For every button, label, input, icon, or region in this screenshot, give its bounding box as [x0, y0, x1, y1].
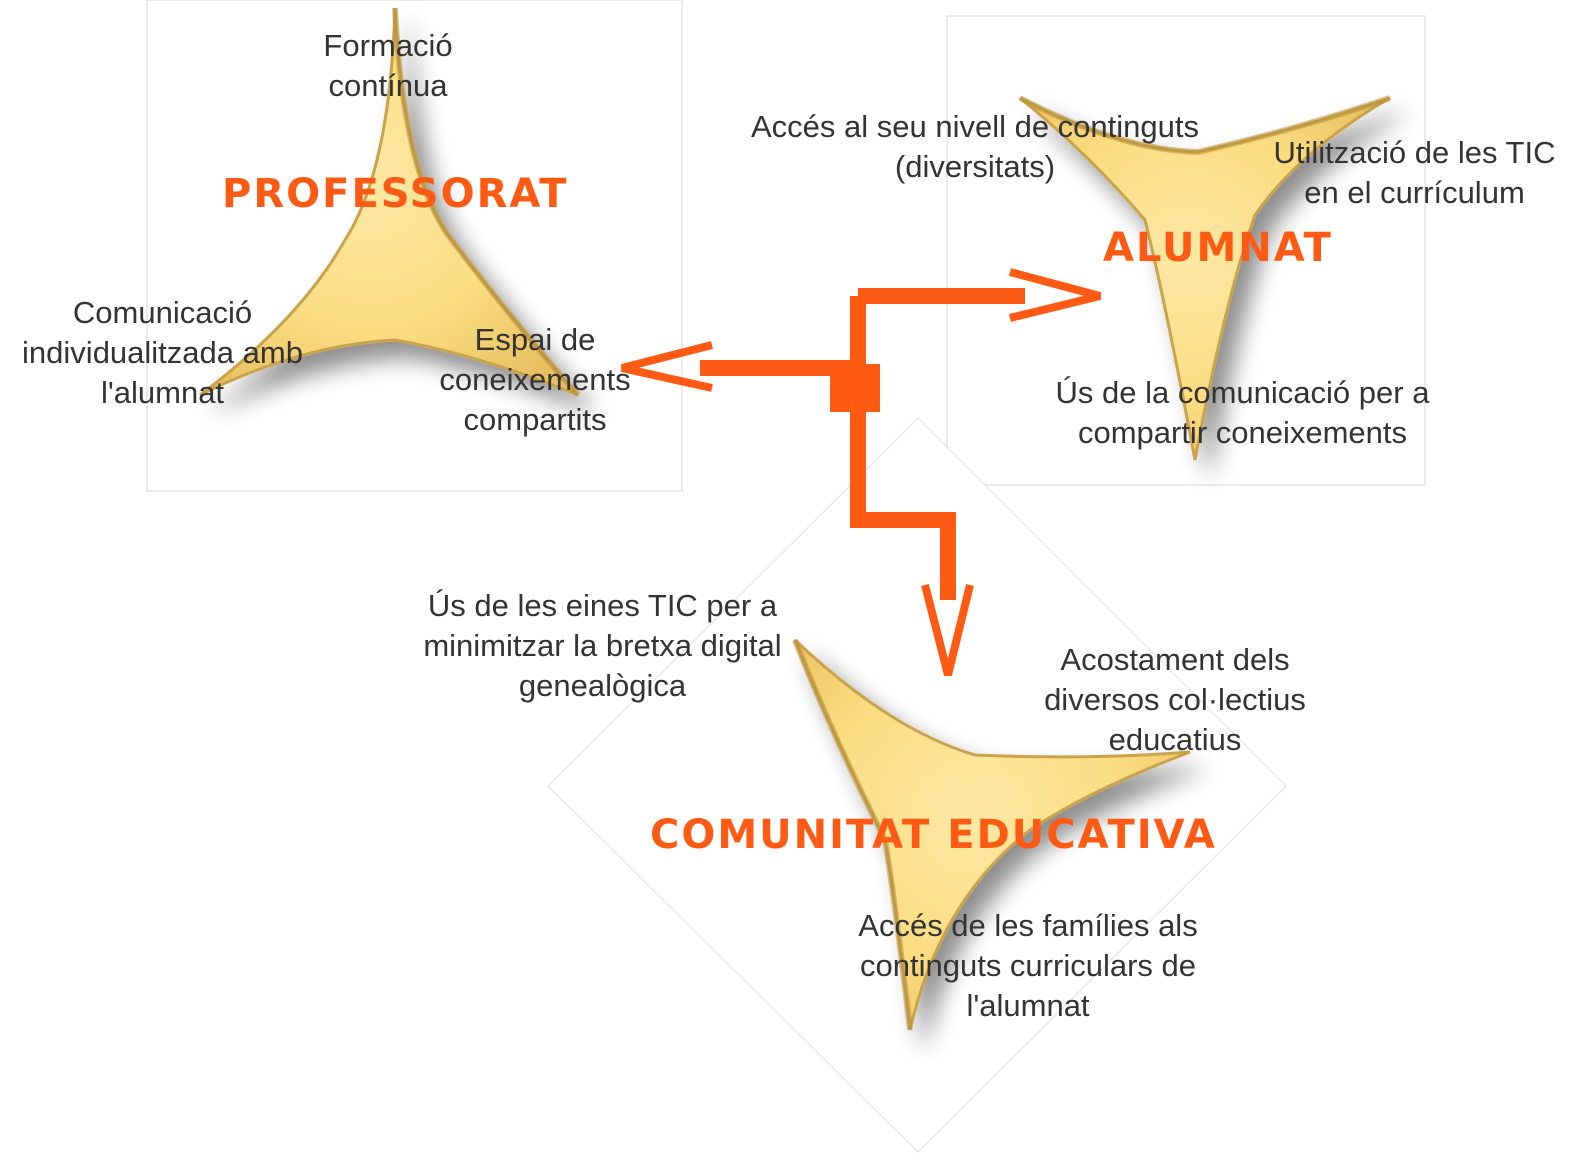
- text-line: contínua: [328, 68, 448, 103]
- text-line: Accés de les famílies als: [858, 908, 1198, 943]
- professorat-title: PROFESSORAT: [222, 171, 569, 217]
- text-line: minimitzar la bretxa digital: [423, 628, 782, 663]
- text-line: diversos col·lectius: [1044, 682, 1306, 717]
- alumnat-item-us-comunicacio: Ús de la comunicació per a compartir con…: [1035, 373, 1450, 453]
- text-line: Ús de les eines TIC per a: [427, 588, 778, 623]
- text-line: Formació: [323, 28, 453, 63]
- arrow-head-alumnat: [1008, 268, 1102, 322]
- comunitat-item-eines-tic: Ús de les eines TIC per a minimitzar la …: [405, 586, 800, 706]
- professorat-star: [199, 7, 581, 397]
- comunitat-star: [792, 638, 1191, 1031]
- comunitat-title: COMUNITAT EDUCATIVA: [650, 812, 1217, 858]
- comunitat-item-families: Accés de les famílies als continguts cur…: [838, 906, 1218, 1026]
- text-line: en el currículum: [1304, 175, 1525, 210]
- text-line: Accés al seu nivell de continguts: [750, 109, 1200, 144]
- text-line: Utilització de les TIC: [1273, 135, 1556, 170]
- text-line: Acostament dels: [1060, 642, 1290, 677]
- text-line: continguts curriculars de: [860, 948, 1196, 983]
- text-line: Comunicació: [72, 295, 253, 330]
- text-line: compartits: [463, 402, 607, 437]
- text-line: genealògica: [518, 668, 687, 703]
- alumnat-star: [1018, 95, 1391, 461]
- text-line: compartir coneixements: [1077, 415, 1408, 450]
- text-line: educatius: [1108, 722, 1242, 757]
- professorat-item-espai: Espai de coneixements compartits: [425, 320, 645, 440]
- text-line: Espai de: [474, 322, 596, 357]
- professorat-item-formacio: Formació contínua: [288, 26, 488, 106]
- text-line: l'alumnat: [100, 375, 225, 410]
- text-line: individualitzada amb: [22, 335, 303, 370]
- arrow-head-professorat: [621, 341, 713, 392]
- text-line: (diversitats): [894, 149, 1056, 184]
- alumnat-item-utilitzacio: Utilització de les TIC en el currículum: [1262, 133, 1567, 213]
- professorat-item-comunicacio: Comunicació individualitzada amb l'alumn…: [10, 293, 315, 413]
- text-line: Ús de la comunicació per a: [1055, 375, 1430, 410]
- comunitat-item-acostament: Acostament dels diversos col·lectius edu…: [1030, 640, 1320, 760]
- alumnat-item-acces: Accés al seu nivell de continguts (diver…: [730, 107, 1220, 187]
- text-line: coneixements: [439, 362, 631, 397]
- arrow-head-comunitat: [921, 584, 974, 676]
- alumnat-title: ALUMNAT: [1103, 225, 1333, 271]
- connector-hub: [830, 364, 880, 412]
- text-line: l'alumnat: [966, 988, 1090, 1023]
